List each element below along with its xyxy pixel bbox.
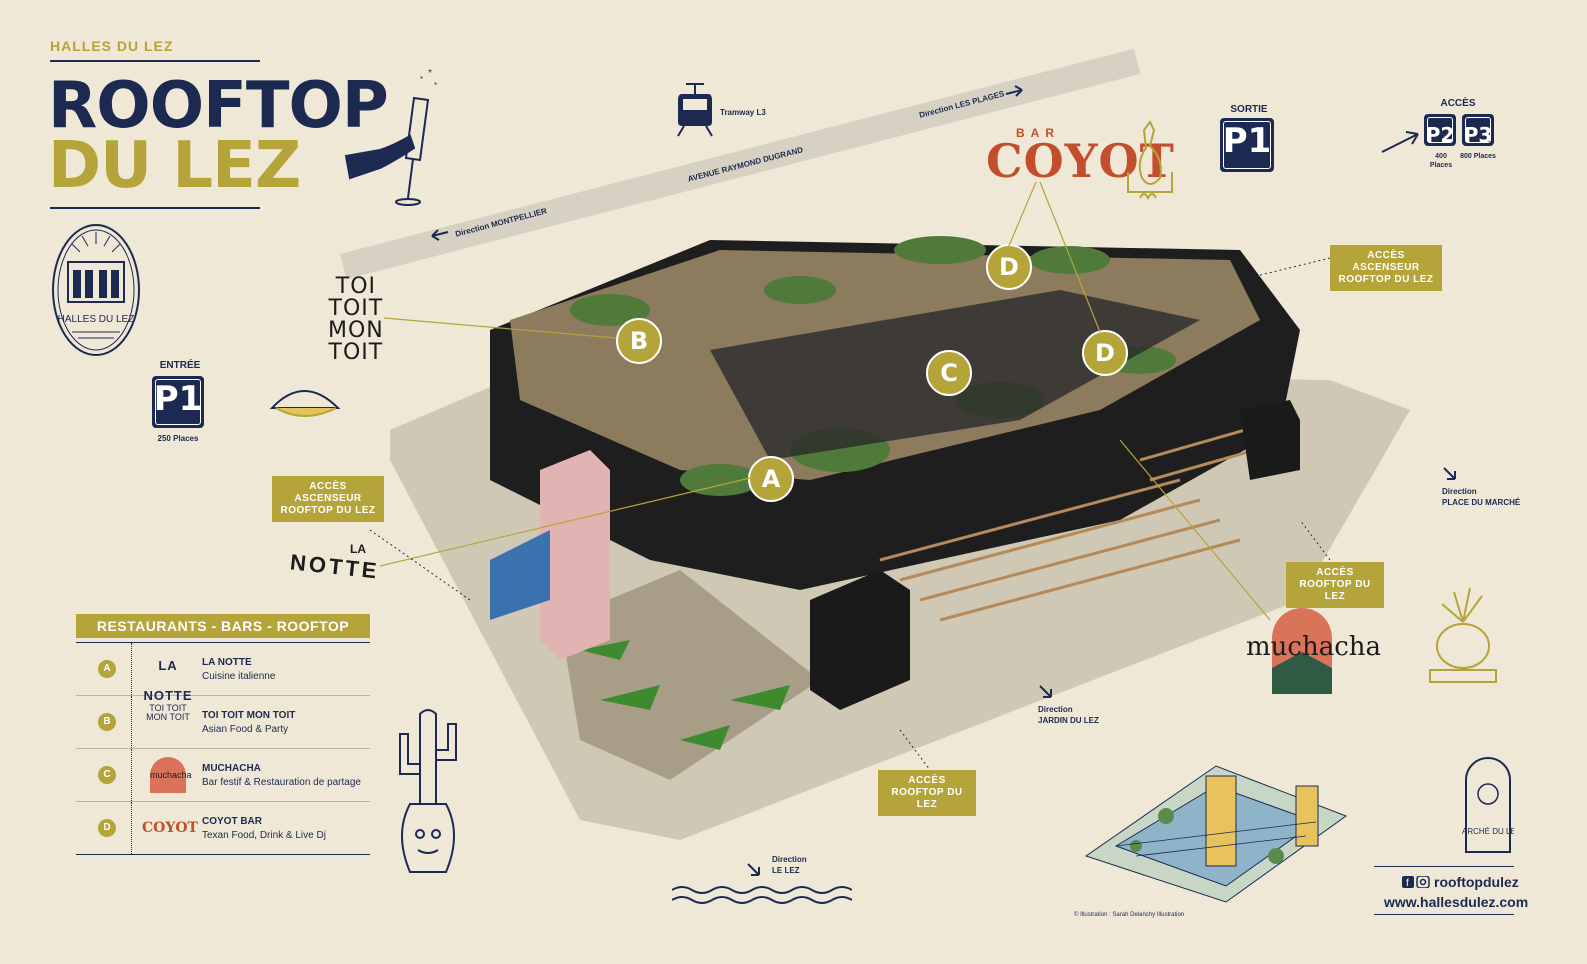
legend-desc: Asian Food & Party [202,724,289,735]
pineapple-icon [1429,587,1497,683]
legend-name: LA NOTTE [202,657,252,668]
arrow-down-right-icon-2 [1039,685,1052,698]
legend-desc: Bar festif & Restauration de partage [202,777,361,788]
legend-row: B TOI TOIT MON TOIT TOI TOIT MON TOIT As… [76,696,370,749]
coyot-bar-label: BAR [1016,126,1060,140]
parking-p1-entree-icon: P1 [152,376,204,428]
legend-table: A LA NOTTE LA NOTTE Cuisine italienne B … [76,642,370,855]
marche-du-lez-logo: MARCHÉ DU LEZ [1462,757,1514,853]
legend-name: MUCHACHA [202,763,261,774]
p3-places: 800 Places [1460,153,1496,160]
entree-places: 250 Places [157,434,199,443]
legend-title: RESTAURANTS - BARS - ROOFTOP [76,614,370,638]
rooftop-building-map [390,236,1410,840]
emblem-text: HALLES DU LEZ [58,314,135,325]
page-title-line2: DU LEZ [48,129,301,203]
tram-label: Tramway L3 [720,108,766,117]
lanotte-la-label: LA [350,542,366,556]
muchacha-badge [1272,608,1332,694]
footer-rule-top [1374,866,1514,867]
arrow-up-right-icon [1381,131,1419,153]
svg-text:f: f [1406,878,1409,888]
svg-text:*: * [420,75,423,84]
marker-d-right[interactable]: D [1082,330,1128,376]
legend-desc: Cuisine italienne [202,671,276,682]
header-rule-bottom [50,207,260,209]
muchacha-mini-logo: muchacha [150,757,192,793]
entree-label: ENTRÉE [159,360,201,371]
legend-name: COYOT BAR [202,816,262,827]
market-illustration [1084,765,1348,903]
legend-row: A LA NOTTE LA NOTTE Cuisine italienne [76,643,370,703]
marche-emblem-text: MARCHÉ DU LEZ [1462,827,1514,836]
legend-letter: A [98,660,116,678]
halles-du-lez-logo: HALLES DU LEZ [52,224,140,356]
muchacha-logo: muchacha [1246,632,1382,662]
arrow-down-right-icon-3 [747,863,760,876]
river-waves-icon [672,886,852,904]
coyot-mini-logo: COYOT [142,820,198,836]
svg-text:*: * [428,68,432,79]
legend-letter: B [98,713,116,731]
legend-row: C muchacha MUCHACHA Bar festif & Restaur… [76,749,370,802]
social-handle[interactable]: rooftopdulez [1434,874,1519,890]
marker-b[interactable]: B [616,318,662,364]
taco-icon [269,390,341,417]
footer-rule-bottom [1374,914,1514,915]
rooftop-access-right-label: ACCÈS ROOFTOP DU LEZ [1286,562,1384,608]
header-rule-top [50,60,260,62]
marker-a[interactable]: A [748,456,794,502]
website-link[interactable]: www.hallesdulez.com [1384,894,1529,910]
arrow-down-right-icon [1443,467,1456,480]
sortie-label: SORTIE [1230,104,1268,115]
parking-p3-icon: P3 [1462,114,1494,147]
toitoit-logo: TOI TOIT MON TOIT [328,274,384,365]
arrow-left-icon [431,229,449,241]
acces-label: ACCÈS [1440,98,1476,109]
legend-desc: Texan Food, Drink & Live Dj [202,830,326,841]
rooftop-access-bottom-label: ACCÈS ROOFTOP DU LEZ [878,770,976,816]
legend-row: D COYOT COYOT BAR Texan Food, Drink & Li… [76,802,370,854]
facebook-instagram-icon: f [1402,876,1430,888]
marker-c[interactable]: C [926,350,972,396]
brand-label: HALLES DU LEZ [50,38,174,54]
legend-letter: C [98,766,116,784]
champagne-hand-icon: *** [344,68,437,206]
p2-places: 400 Places [1429,153,1453,169]
arrow-right-icon [1005,85,1023,97]
elevator-right-label: ACCÈS ASCENSEUR ROOFTOP DU LEZ [1330,245,1442,291]
svg-text:*: * [434,81,437,90]
illustration-credit: © Illustration : Sarah Delanchy Illustra… [1074,912,1185,918]
parking-p2-icon: P2 [1424,114,1456,147]
legend-name: TOI TOIT MON TOIT [202,710,296,721]
tram-icon [677,83,713,137]
legend-letter: D [98,819,116,837]
cactus-vase-icon [399,709,457,873]
toitoit-mini-logo: TOI TOIT MON TOIT [146,703,190,722]
lanotte-mini-logo: LA NOTTE [143,658,193,703]
page-title-line1: ROOFTOP [48,69,389,143]
chicken-icon [1127,120,1173,201]
elevator-left-label: ACCÈS ASCENSEUR ROOFTOP DU LEZ [272,476,384,522]
parking-p1-sortie-icon: P1 [1220,118,1274,172]
